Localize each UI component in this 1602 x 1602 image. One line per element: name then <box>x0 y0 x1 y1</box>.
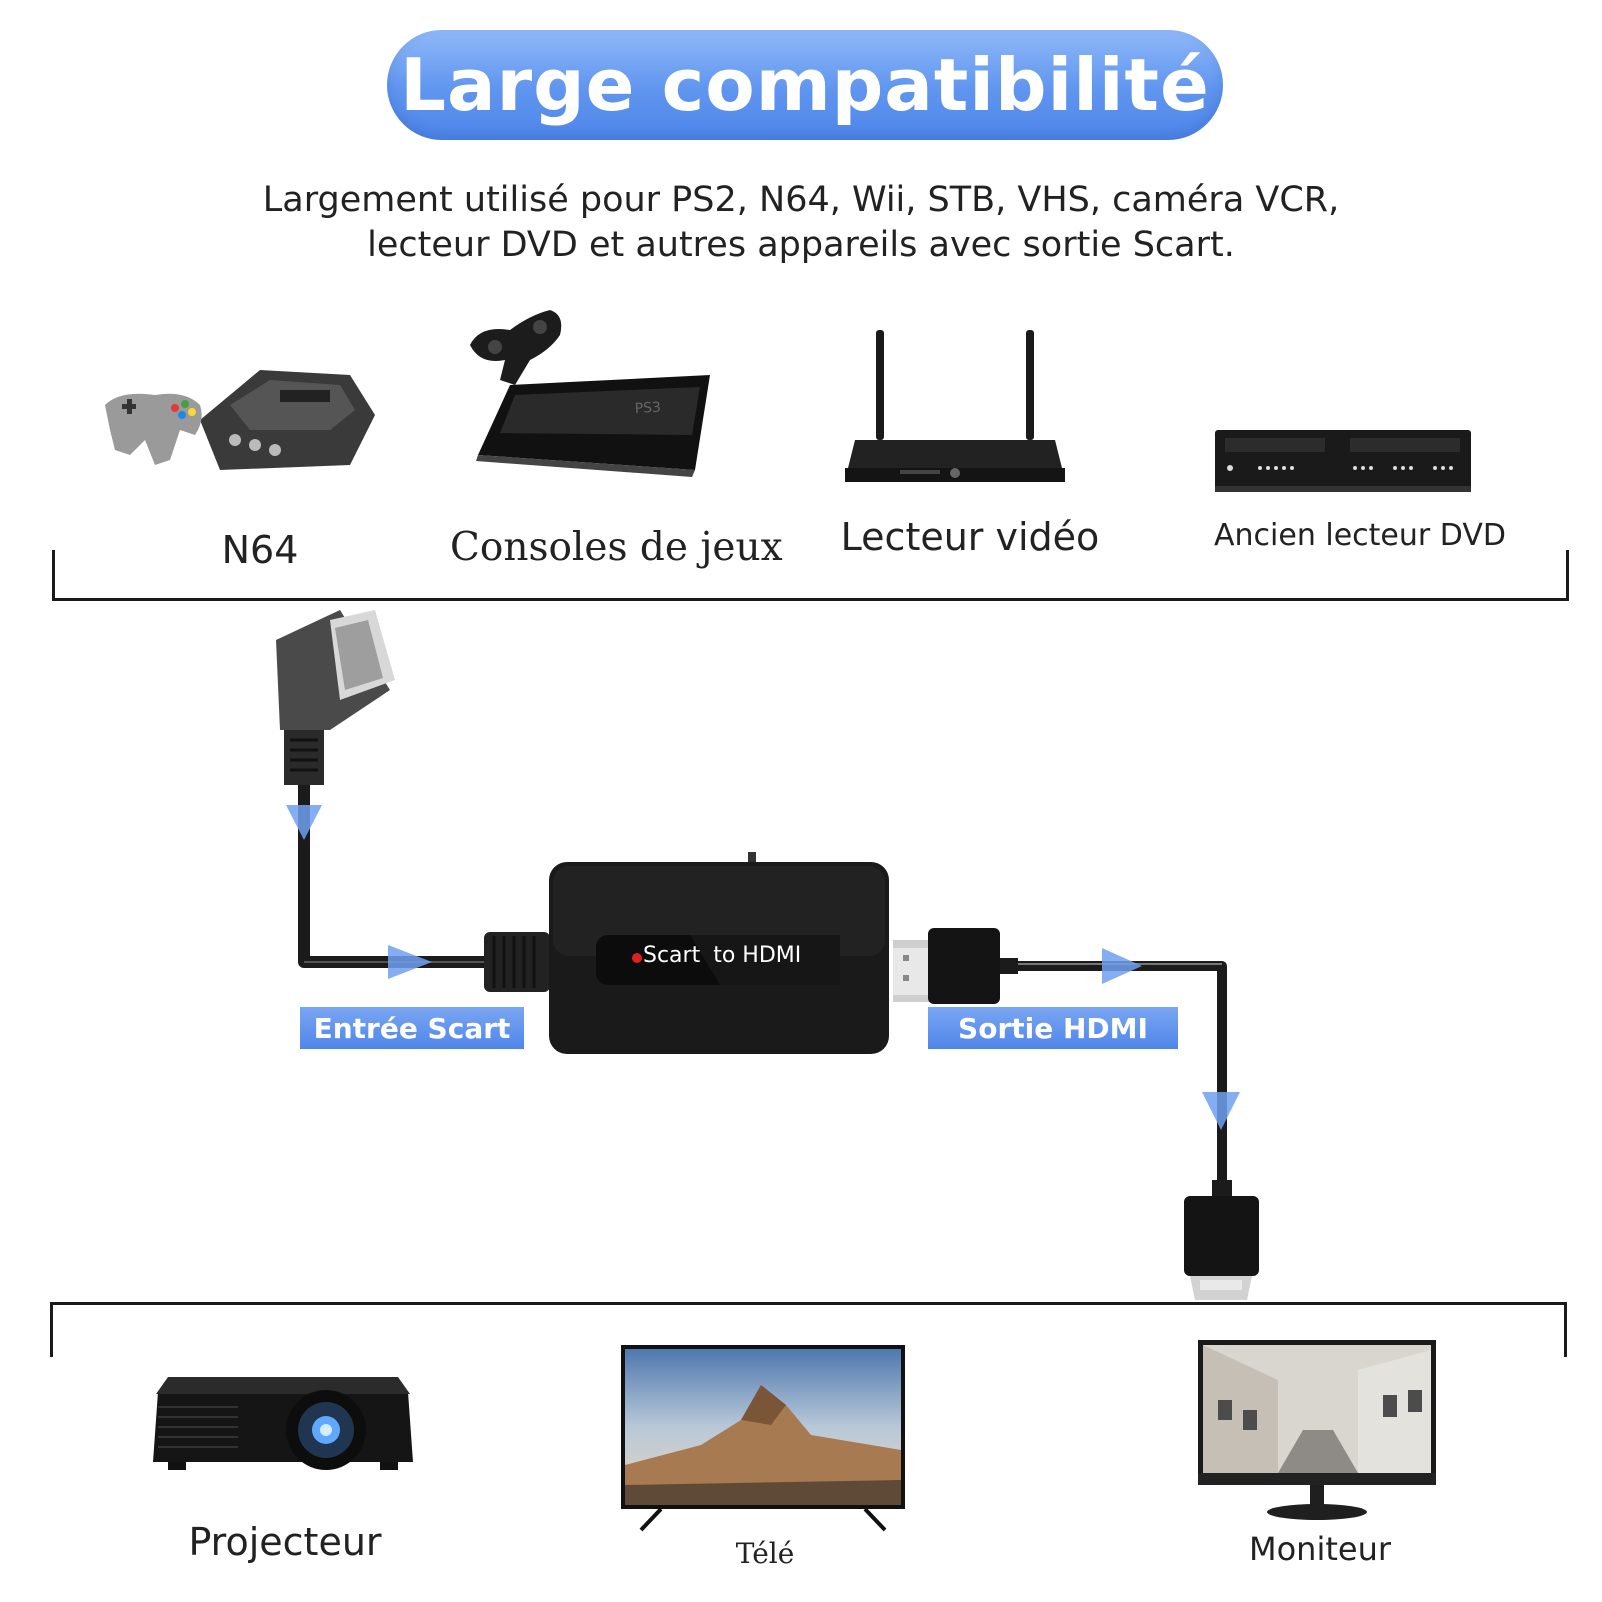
source-label-dvd-player: Ancien lecteur DVD <box>1214 518 1506 553</box>
monitor-icon <box>1198 1340 1436 1520</box>
output-bracket <box>50 1302 1567 1357</box>
dvd-player-icon <box>1215 430 1471 492</box>
title-banner: Large compatibilité <box>387 30 1223 140</box>
converter-label-scart: Scart <box>643 943 701 968</box>
tv-icon <box>621 1345 905 1532</box>
source-bracket <box>52 550 1569 601</box>
arrow-down-input-icon <box>286 805 322 840</box>
page-title: Large compatibilité <box>400 43 1210 127</box>
output-label-monitor: Moniteur <box>1248 1530 1392 1568</box>
projector-icon <box>153 1377 413 1470</box>
output-tag: Sortie HDMI <box>928 1007 1178 1049</box>
scart-connector-icon <box>276 610 395 785</box>
subtitle: Largement utilisé pour PS2, N64, Wii, ST… <box>160 178 1442 268</box>
n64-console-icon <box>105 370 375 470</box>
source-label-n64: N64 <box>221 528 299 572</box>
router-video-player-icon <box>845 330 1065 482</box>
source-label-video-player: Lecteur vidéo <box>840 515 1100 559</box>
arrow-down-output-icon <box>1202 1092 1240 1130</box>
svg-text:PS3: PS3 <box>634 400 661 417</box>
output-label-tv: Télé <box>735 1537 795 1570</box>
input-tag: Entrée Scart <box>300 1007 524 1049</box>
output-label-projector: Projecteur <box>188 1520 382 1564</box>
ps3-console-icon: PS3 <box>470 310 710 477</box>
arrow-right-input-icon <box>388 945 432 979</box>
subtitle-line-2: lecteur DVD et autres appareils avec sor… <box>367 225 1235 265</box>
converter-label-to-hdmi: to HDMI <box>713 943 802 968</box>
arrow-right-output-icon <box>1102 948 1142 984</box>
subtitle-line-1: Largement utilisé pour PS2, N64, Wii, ST… <box>262 180 1340 220</box>
source-label-game-consoles: Consoles de jeux <box>450 525 783 570</box>
converter-label: Scart to HDMI <box>643 943 801 968</box>
power-indicator-icon <box>632 953 642 963</box>
